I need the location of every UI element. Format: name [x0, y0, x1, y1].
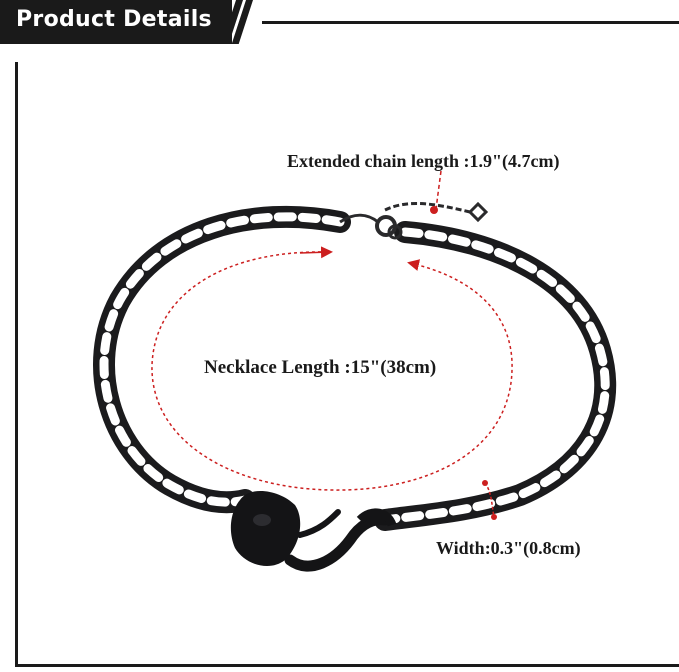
frame-bottom-line	[15, 664, 679, 667]
extended-chain-label: Extended chain length :1.9"(4.7cm)	[287, 151, 560, 171]
header-title: Product Details	[16, 7, 212, 32]
header-banner: Product Details	[0, 0, 232, 44]
chain	[93, 205, 617, 531]
extended-chain-marker-line	[435, 170, 442, 210]
width-label: Width:0.3"(0.8cm)	[436, 538, 581, 558]
snake-head	[230, 490, 397, 572]
length-arrow-left	[151, 251, 513, 491]
width-marker-line	[484, 482, 495, 518]
frame-left-line	[15, 62, 18, 667]
frame-top-line	[262, 21, 679, 24]
necklace-length-label: Necklace Length :15"(38cm)	[204, 357, 437, 378]
length-arrow-right	[299, 246, 333, 259]
extender-chain	[339, 201, 489, 240]
extended-chain-marker-dot	[430, 206, 438, 214]
